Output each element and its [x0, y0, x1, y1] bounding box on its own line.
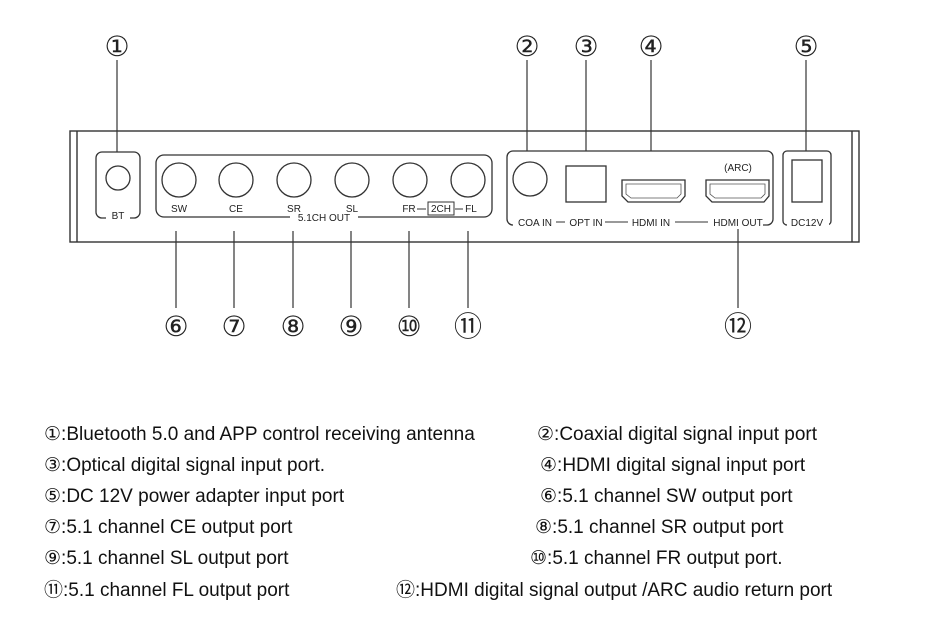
ch51-output-group: 5.1CH OUT: [155, 154, 493, 224]
legend-num: ④: [540, 455, 558, 476]
legend-item-8: ⑧:5.1 channel SR output port: [535, 517, 783, 539]
sw-port: SW: [161, 162, 197, 215]
legend-text: :5.1 channel SL output port: [61, 548, 289, 569]
legend-num: ⑨: [44, 548, 62, 569]
sl-label: SL: [346, 204, 359, 215]
sr-label: SR: [287, 204, 301, 215]
legend-text: :HDMI digital signal input port: [557, 455, 806, 476]
legend-item-5: ⑤:DC 12V power adapter input port: [44, 486, 344, 508]
device-chassis: [69, 130, 860, 243]
opt-in-port: OPT IN: [565, 165, 607, 229]
legend-text: :Coaxial digital signal input port: [554, 424, 818, 445]
legend-item-6: ⑥:5.1 channel SW output port: [540, 486, 793, 508]
legend-item-2: ②:Coaxial digital signal input port: [537, 424, 817, 446]
legend-item-3: ③:Optical digital signal input port.: [44, 455, 325, 477]
legend-text: :5.1 channel FL output port: [63, 580, 290, 601]
leader-lines: [116, 60, 807, 308]
callout-8: ⑧: [280, 311, 305, 342]
sr-port: SR: [276, 162, 312, 215]
legend-num: ⑤: [44, 486, 62, 507]
ce-port: CE: [218, 162, 254, 215]
legend-item-11: ⑪:5.1 channel FL output port: [44, 580, 289, 602]
legend-num: ②: [537, 424, 555, 445]
legend-text: :5.1 channel FR output port.: [547, 548, 783, 569]
opt-in-label: OPT IN: [569, 218, 602, 229]
callout-9: ⑨: [338, 311, 363, 342]
dc12v-label: DC12V: [791, 218, 824, 229]
legend-num: ①: [44, 424, 62, 445]
fl-label: FL: [465, 204, 477, 215]
hdmi-in-label: HDMI IN: [632, 218, 670, 229]
callout-7: ⑦: [221, 311, 246, 342]
callout-10: ⑩: [396, 311, 421, 342]
legend-text: :DC 12V power adapter input port: [61, 486, 345, 507]
legend-num: ⑫: [396, 580, 416, 601]
coa-in-port: COA IN: [512, 161, 552, 229]
hdmi-out-port: (ARC) HDMI OUT: [705, 163, 770, 229]
callout-11: ⑪: [454, 311, 482, 342]
legend-text: :HDMI digital signal output /ARC audio r…: [415, 580, 833, 601]
legend-item-10: ⑩:5.1 channel FR output port.: [530, 548, 783, 570]
legend-num: ⑦: [44, 517, 62, 538]
bt-port: BT: [95, 151, 141, 222]
legend-text: :Bluetooth 5.0 and APP control receiving…: [61, 424, 475, 445]
legend-num: ⑩: [530, 548, 548, 569]
hdmi-in-port: HDMI IN: [621, 179, 686, 229]
fr-label: FR: [402, 204, 415, 215]
bt-label: BT: [112, 211, 125, 222]
legend-text: :5.1 channel CE output port: [61, 517, 293, 538]
two-ch-marker: 2CH: [427, 201, 463, 216]
callout-2: ②: [514, 31, 539, 62]
legend: ①:Bluetooth 5.0 and APP control receivin…: [0, 416, 930, 634]
hdmi-out-label: HDMI OUT: [713, 218, 762, 229]
callout-numbers: ① ② ③ ④ ⑤ ⑥ ⑦ ⑧ ⑨ ⑩ ⑪ ⑫: [104, 31, 818, 342]
callout-12: ⑫: [724, 311, 752, 342]
legend-text: :5.1 channel SR output port: [552, 517, 784, 538]
arc-label: (ARC): [724, 163, 752, 174]
legend-text: :Optical digital signal input port.: [61, 455, 326, 476]
sl-port: SL: [334, 162, 370, 215]
rear-panel-diagram: BT 5.1CH OUT SW CE SR SL FR 2CH FL: [69, 31, 860, 342]
callout-6: ⑥: [163, 311, 188, 342]
legend-item-7: ⑦:5.1 channel CE output port: [44, 517, 292, 539]
callout-4: ④: [638, 31, 663, 62]
coa-in-label: COA IN: [518, 218, 552, 229]
legend-text: :5.1 channel SW output port: [557, 486, 793, 507]
ce-label: CE: [229, 204, 243, 215]
dc12v-port: DC12V: [782, 150, 832, 229]
callout-3: ③: [573, 31, 598, 62]
fr-port: FR: [392, 162, 428, 215]
legend-item-4: ④:HDMI digital signal input port: [540, 455, 805, 477]
two-ch-label: 2CH: [431, 204, 451, 215]
legend-item-12: ⑫:HDMI digital signal output /ARC audio …: [396, 580, 832, 602]
legend-num: ⑧: [535, 517, 553, 538]
fl-port: FL: [450, 162, 486, 215]
legend-num: ③: [44, 455, 62, 476]
sw-label: SW: [171, 204, 188, 215]
legend-num: ⑥: [540, 486, 558, 507]
legend-num: ⑪: [44, 580, 64, 601]
group-51-label: 5.1CH OUT: [298, 213, 350, 224]
callout-1: ①: [104, 31, 129, 62]
legend-item-9: ⑨:5.1 channel SL output port: [44, 548, 289, 570]
io-port-group: [506, 150, 774, 229]
callout-5: ⑤: [793, 31, 818, 62]
legend-item-1: ①:Bluetooth 5.0 and APP control receivin…: [44, 424, 475, 446]
